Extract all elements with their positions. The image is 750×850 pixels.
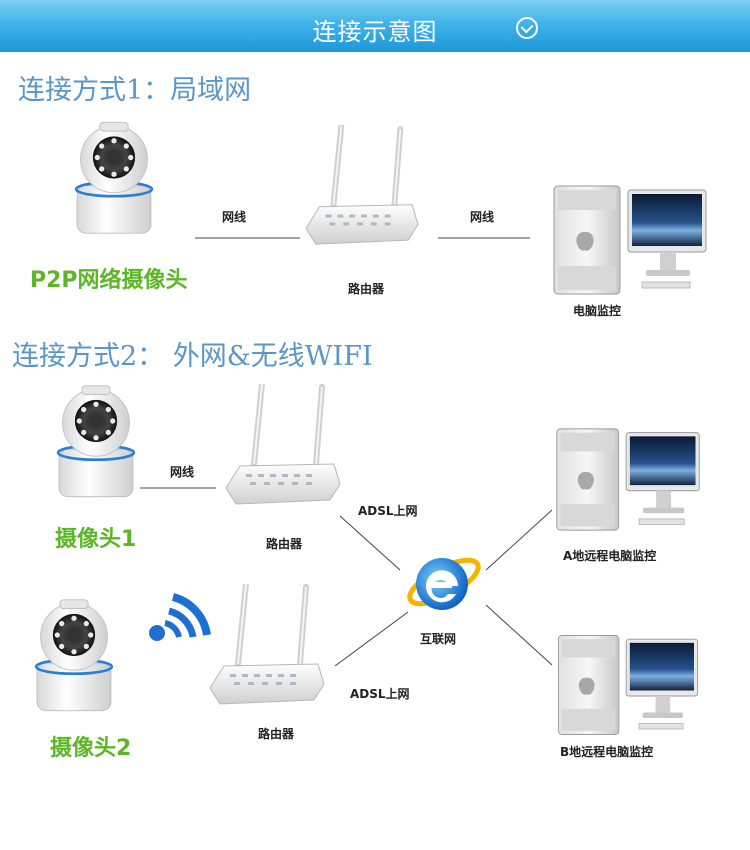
cable-label-2: 网线 (470, 210, 495, 224)
adsl1-label: ADSL上网 (358, 504, 418, 518)
computer-a-label: A地远程电脑监控 (563, 549, 657, 563)
section2-title: 连接方式2： 外网&无线WIFI (12, 341, 373, 372)
internet-explorer-icon (407, 557, 481, 610)
computer-monitor-label: 电脑监控 (573, 304, 622, 318)
cable-label-3: 网线 (170, 465, 195, 479)
header-bar: 连接示意图 (0, 0, 750, 52)
chevron-down-icon[interactable] (516, 17, 538, 39)
router2-label: 路由器 (258, 727, 295, 741)
cable-label-1: 网线 (222, 210, 247, 224)
computer-a-icon (556, 428, 700, 531)
camera1-label: 摄像头1 (55, 527, 137, 552)
router-3-icon (205, 584, 327, 714)
adsl2-label: ADSL上网 (350, 687, 410, 701)
internet-label: 互联网 (420, 632, 457, 646)
router-2-icon (222, 384, 342, 514)
router-label: 路由器 (348, 282, 385, 296)
page-title: 连接示意图 (312, 18, 438, 46)
section1-title: 连接方式1：局域网 (18, 75, 252, 106)
wifi-icon (149, 593, 211, 641)
p2p-camera-label: P2P网络摄像头 (30, 268, 188, 293)
computer-b-icon (557, 635, 699, 735)
router1-label: 路由器 (266, 537, 303, 551)
camera2-label: 摄像头2 (50, 736, 132, 761)
computer-b-label: B地远程电脑监控 (560, 745, 654, 759)
